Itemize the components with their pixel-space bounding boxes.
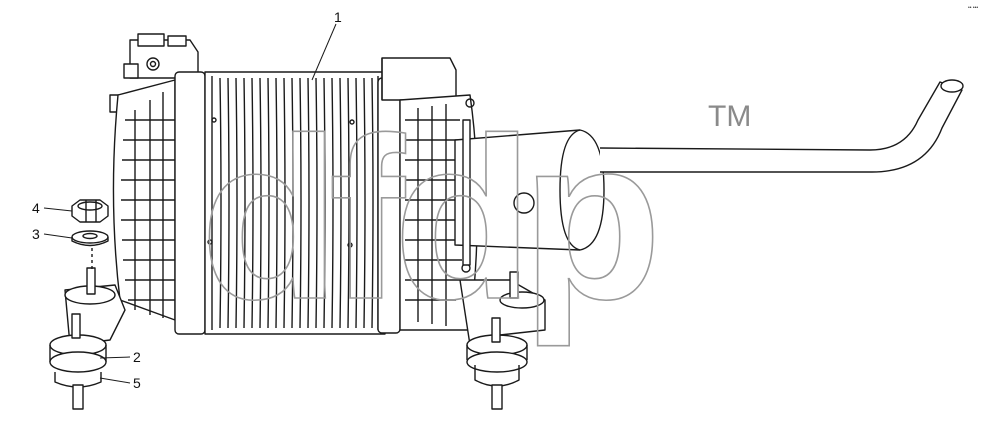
leader-line-1 [311,23,337,81]
watermark-trademark: TM [708,100,751,133]
leader-line-2 [99,356,131,359]
watermark-logo: dfdp [200,90,654,347]
right-mounting-bracket [459,271,546,410]
left-mounting-bracket [49,267,126,410]
stator-body [174,71,386,335]
left-end-shield [112,79,176,321]
callout-2: 2 [133,349,141,365]
outlet-tube [599,79,964,173]
alternator-assembly [49,33,964,410]
leader-line-3 [43,233,73,239]
pulley-housing [454,119,605,266]
callout-1: 1 [334,9,342,25]
corner-mark: •• ••• [968,5,978,11]
leader-lines [43,23,337,384]
right-ring [377,57,457,334]
leader-line-5 [99,377,131,384]
hex-nut [71,199,109,223]
leader-line-4 [43,207,73,212]
callout-3: 3 [32,226,40,242]
callout-4: 4 [32,200,40,216]
callout-5: 5 [133,375,141,391]
washer [71,230,109,247]
